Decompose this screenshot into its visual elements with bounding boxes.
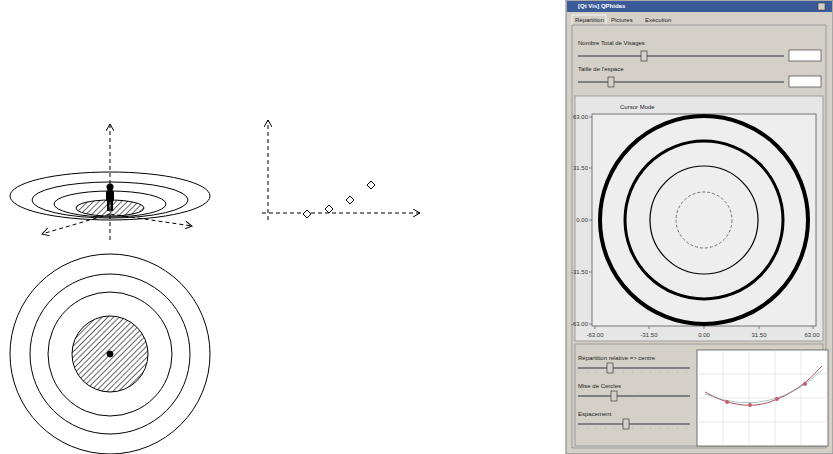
tab-label: Exécution: [645, 17, 671, 23]
application-window: [566, 0, 833, 454]
plot-title: Cursor Mode: [620, 104, 655, 110]
window-title: [Qt Vis] QPhidas: [578, 3, 625, 9]
distance-plot: [262, 120, 420, 220]
axis-tick-label: 63.00: [573, 114, 588, 120]
perspective-view: [10, 124, 210, 240]
top-view: [10, 254, 210, 454]
axis-tick-label: 31.50: [751, 332, 766, 338]
slider-label: Nombre Total de Visages: [578, 40, 645, 46]
axis-tick-label: 31.50: [573, 165, 588, 171]
axis-tick-label: -31.50: [571, 269, 588, 275]
axis-tick-label: -63.00: [571, 321, 588, 327]
axis-tick-label: -63.00: [586, 332, 603, 338]
tab-label: Pictures: [611, 17, 633, 23]
slider-label: Mise de Cercles: [578, 383, 621, 389]
axis-tick-label: 63.00: [804, 332, 819, 338]
person-figure: [106, 184, 114, 212]
tab-label: Répartition: [575, 17, 604, 23]
axis-tick-label: 0.00: [576, 217, 588, 223]
slider-label: Espacement: [578, 411, 611, 417]
slider-label: Répartition relative => centre: [578, 355, 655, 361]
axis-tick-label: 0.00: [698, 332, 710, 338]
slider-label: Taille de l'espace: [578, 66, 624, 72]
axis-tick-label: -31.50: [640, 332, 657, 338]
